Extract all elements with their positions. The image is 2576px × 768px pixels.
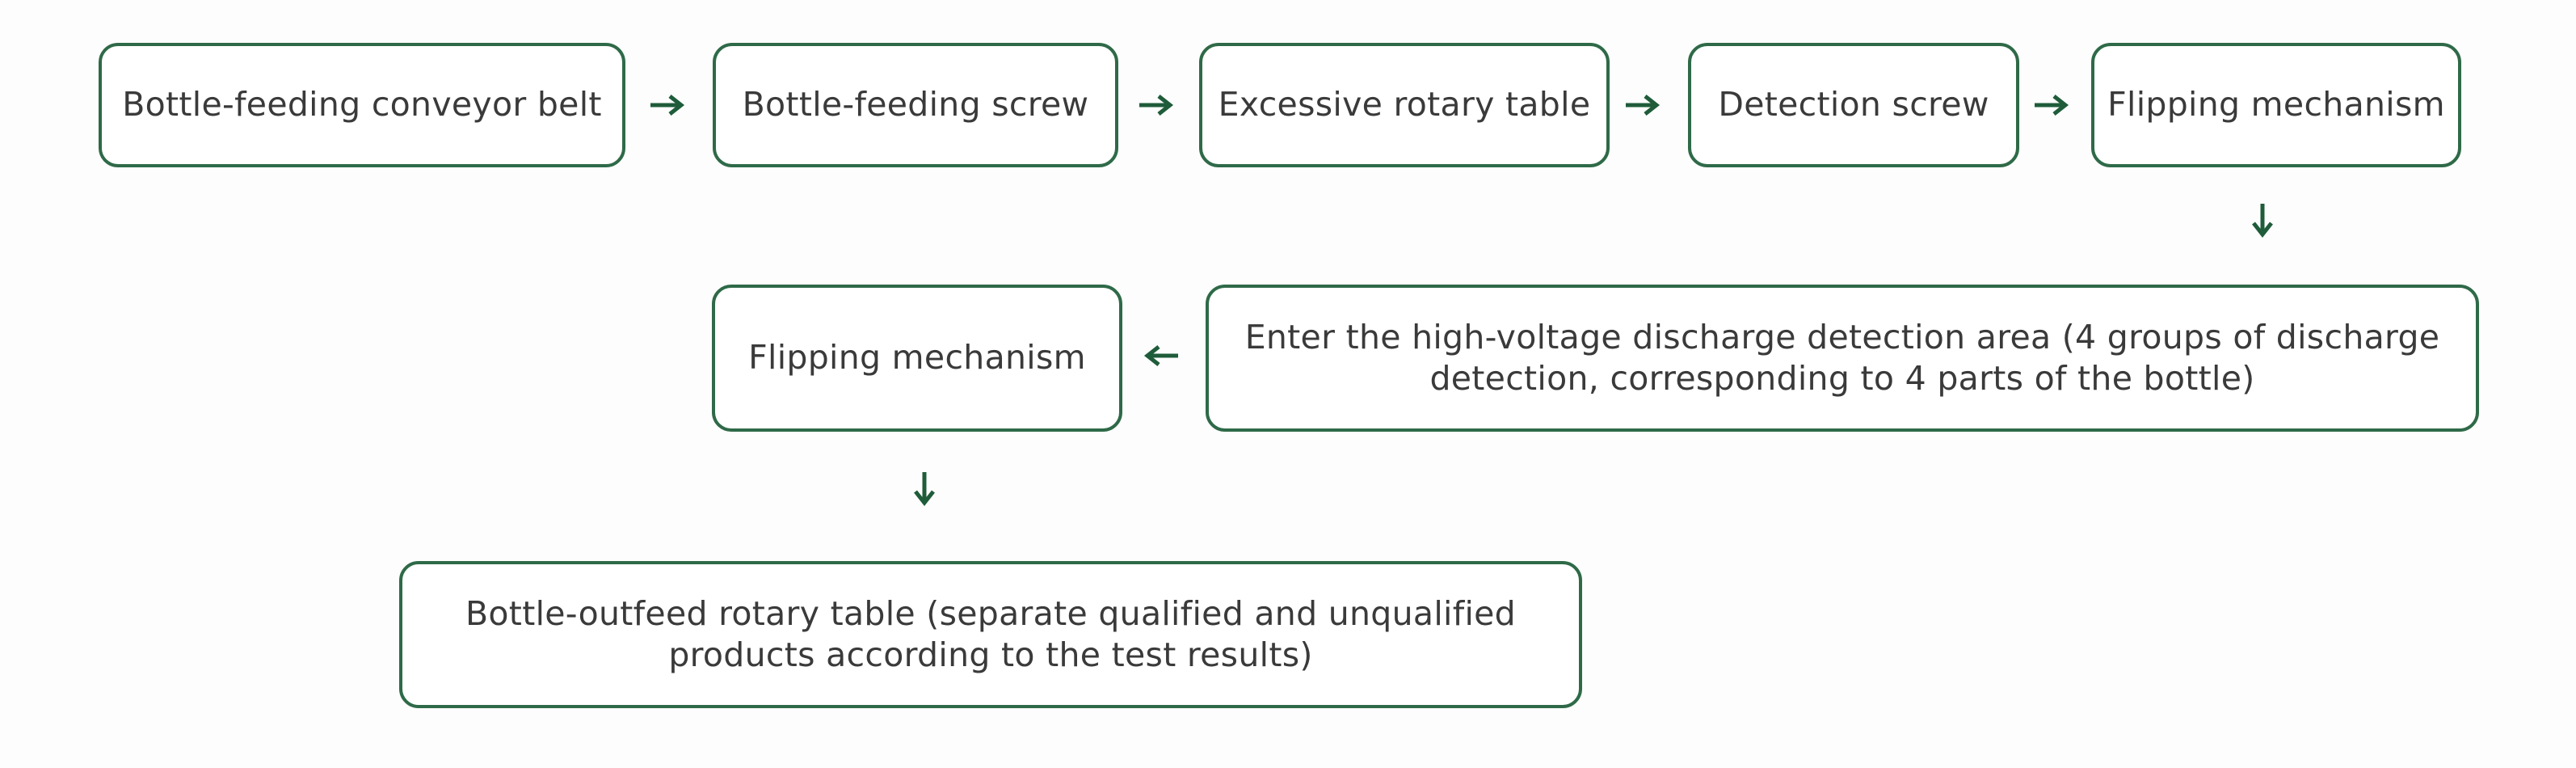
- arrow-down-icon: [914, 472, 935, 507]
- arrow-left-icon: [1143, 345, 1178, 366]
- arrow-right-icon: [2035, 95, 2069, 116]
- arrow-down-icon: [2252, 204, 2273, 238]
- step-flipping-mechanism-1: Flipping mechanism: [2091, 43, 2461, 167]
- arrow-right-icon: [1626, 95, 1661, 116]
- step-excessive-rotary-table: Excessive rotary table: [1199, 43, 1610, 167]
- step-label: Bottle-feeding screw: [742, 85, 1089, 124]
- step-label: Bottle-feeding conveyor belt: [122, 85, 602, 124]
- arrow-right-icon: [1139, 95, 1174, 116]
- step-high-voltage-discharge-detection: Enter the high-voltage discharge detecti…: [1206, 285, 2479, 432]
- step-bottle-feeding-conveyor-belt: Bottle-feeding conveyor belt: [99, 43, 625, 167]
- step-label: Excessive rotary table: [1218, 85, 1591, 124]
- step-label: Bottle-outfeed rotary table (separate qu…: [465, 593, 1516, 674]
- arrow-right-icon: [650, 95, 685, 116]
- step-label: Detection screw: [1718, 85, 1989, 124]
- step-bottle-outfeed-rotary-table: Bottle-outfeed rotary table (separate qu…: [399, 561, 1582, 708]
- step-label: Enter the high-voltage discharge detecti…: [1244, 317, 2440, 398]
- step-detection-screw: Detection screw: [1688, 43, 2019, 167]
- step-label: Flipping mechanism: [2107, 85, 2445, 124]
- step-bottle-feeding-screw: Bottle-feeding screw: [713, 43, 1118, 167]
- step-flipping-mechanism-2: Flipping mechanism: [712, 285, 1122, 432]
- step-label: Flipping mechanism: [748, 338, 1086, 378]
